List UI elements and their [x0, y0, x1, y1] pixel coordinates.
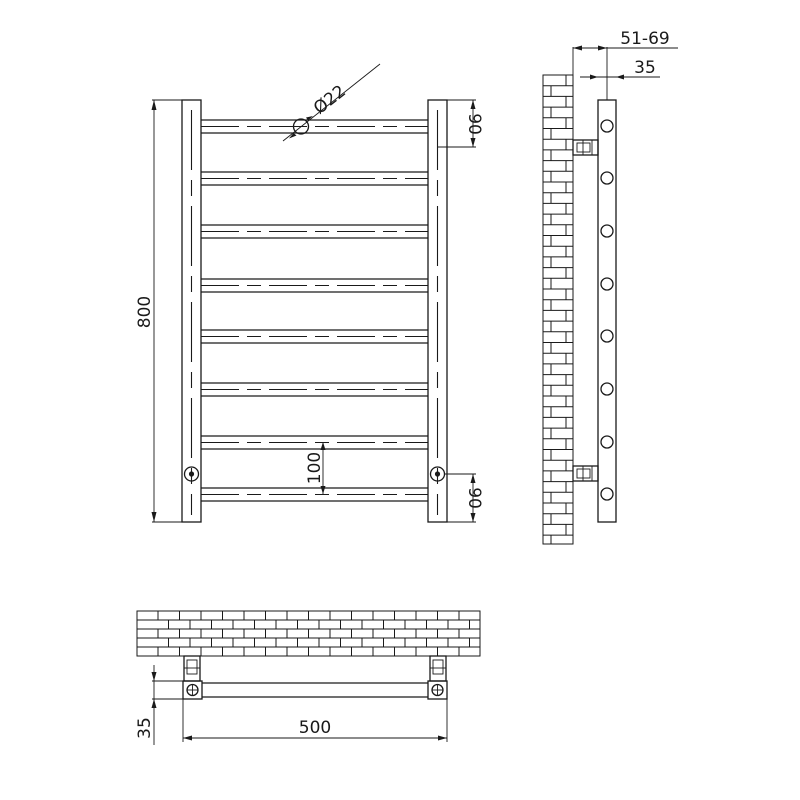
height-dimension: 800 — [135, 99, 182, 523]
top-offset-dimension: 90 — [437, 99, 484, 148]
side-rail-circle-icon — [600, 119, 614, 133]
left-end-cap-icon — [186, 683, 199, 697]
top-depth-label: 35 — [135, 717, 155, 739]
rail — [201, 435, 428, 450]
side-depth-dimension: 35 — [580, 58, 660, 80]
bottom-offset-dimension: 90 — [444, 473, 484, 523]
bottom-offset-label: 90 — [464, 487, 484, 509]
rail-spacing-label: 100 — [305, 452, 325, 484]
right-top-bracket-icon — [429, 655, 447, 682]
right-end-cap-icon — [431, 683, 444, 697]
rail — [201, 487, 428, 502]
rail — [201, 119, 428, 134]
side-rail-circle-icon — [600, 329, 614, 343]
side-view: 51-69 35 — [542, 29, 678, 545]
top-rail-bar — [182, 680, 448, 700]
side-rail-circle-icon — [600, 487, 614, 501]
side-depth-label: 35 — [634, 58, 656, 78]
left-upright — [181, 99, 202, 523]
side-rail-circle-icon — [600, 277, 614, 291]
side-rail-circle-icon — [600, 224, 614, 238]
side-rail-circles — [600, 119, 614, 501]
side-rail-circle-icon — [600, 382, 614, 396]
rail-spacing-dimension: 100 — [305, 442, 326, 494]
rail — [201, 224, 428, 239]
rail — [201, 382, 428, 397]
right-upright — [427, 99, 448, 523]
height-dimension-label: 800 — [135, 296, 155, 328]
left-valve-connection-icon — [183, 466, 200, 482]
wall-distance-dimension: 51-69 — [572, 29, 678, 76]
width-dimension-label: 500 — [299, 718, 331, 738]
side-rail-circle-icon — [600, 435, 614, 449]
top-bracket-icon — [572, 139, 599, 156]
top-offset-label: 90 — [464, 113, 484, 135]
front-view: 800 Ø22 90 90 — [135, 63, 484, 523]
left-top-bracket-icon — [183, 655, 201, 682]
side-upright — [597, 99, 617, 523]
side-wall-bricks — [542, 74, 574, 545]
rail — [201, 329, 428, 344]
top-wall-bricks — [136, 610, 481, 657]
diameter-dimension-label: Ø22 — [310, 81, 350, 118]
rail — [201, 171, 428, 186]
side-rail-circle-icon — [600, 171, 614, 185]
top-view: 35 500 — [135, 610, 481, 745]
rail — [201, 278, 428, 293]
top-depth-dimension: 35 — [135, 665, 183, 745]
wall-distance-label: 51-69 — [620, 29, 669, 49]
rails — [201, 119, 428, 502]
diameter-dimension: Ø22 — [282, 63, 381, 142]
width-dimension: 500 — [182, 699, 448, 742]
bottom-bracket-icon — [572, 465, 599, 482]
